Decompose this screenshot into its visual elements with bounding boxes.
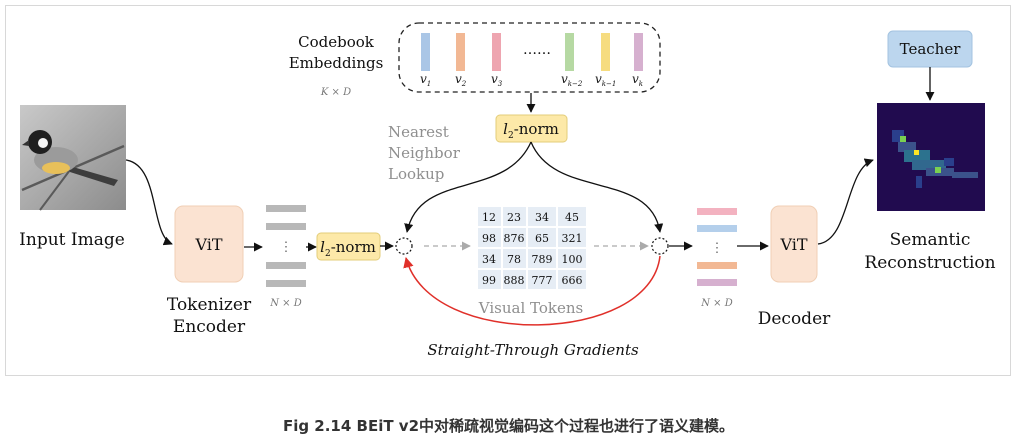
lookup-line1: Nearest	[388, 123, 449, 141]
decoder-token-stack: ⋮	[697, 208, 737, 286]
arrow-decoder-to-reconstruction	[817, 158, 874, 245]
token-cell: 23	[507, 211, 521, 224]
visual-tokens-label: Visual Tokens	[478, 299, 583, 317]
lookup-line3: Lookup	[388, 165, 444, 183]
encoder-vit-block	[174, 205, 244, 283]
straight-through-gradient-arrow	[403, 255, 661, 326]
token-cell: 45	[565, 211, 579, 224]
codebook-vector-label-2: v2	[455, 72, 467, 88]
codebook-box	[398, 22, 661, 93]
decoder-vit-block	[770, 205, 818, 283]
figure-caption: Fig 2.14 BEiT v2中对稀疏视觉编码这个过程也进行了语义建模。	[282, 417, 735, 435]
encoder-token-stack: ⋮	[266, 205, 306, 287]
codebook-vector-label-3: v3	[491, 72, 503, 88]
arrow-norm-to-right-circle	[530, 141, 664, 233]
token-cell: 321	[562, 232, 583, 245]
input-bird-image	[20, 105, 126, 211]
l2-norm-top-label: l2-norm	[503, 120, 559, 141]
codebook-vector-label-k-2: vk−2	[561, 72, 583, 88]
token-cell: 98	[482, 232, 496, 245]
decoder-name: Decoder	[758, 309, 831, 329]
codebook-vector-label-k: vk	[632, 72, 643, 88]
visual-token-grid: 12 23 34 45 98 876 65 321 34 78 789 100 …	[478, 207, 586, 289]
teacher-label: Teacher	[900, 40, 962, 58]
semantic-line2: Reconstruction	[864, 253, 995, 273]
svg-text:⋮: ⋮	[711, 241, 724, 256]
encoder-dims: N × D	[269, 298, 302, 309]
token-cell: 666	[562, 274, 583, 287]
codebook-dims: K × D	[320, 87, 351, 98]
token-cell: 888	[504, 274, 525, 287]
token-cell: 777	[532, 274, 553, 287]
encoder-vit-label: ViT	[194, 235, 222, 254]
semantic-reconstruction-heatmap	[877, 103, 985, 211]
codebook-vector-k-2	[565, 33, 574, 71]
codebook-vector-3	[492, 33, 501, 71]
arrow-image-to-encoder	[125, 159, 173, 246]
codebook-vector-label-k-1: vk−1	[595, 72, 616, 88]
beit-v2-diagram: Codebook Embeddings K × D …… v1 v2 v3 vk…	[19, 22, 996, 359]
encoder-name-line1: Tokenizer	[167, 295, 252, 315]
codebook-vector-k	[634, 33, 643, 71]
encoder-name-line2: Encoder	[173, 317, 246, 337]
l2-norm-mid-label: l2-norm	[320, 238, 376, 259]
token-cell: 34	[482, 253, 496, 266]
token-cell: 34	[535, 211, 549, 224]
lookup-line2: Neighbor	[388, 144, 461, 162]
token-cell: 876	[504, 232, 525, 245]
quantize-circle-left	[395, 237, 413, 255]
codebook-label-line2: Embeddings	[289, 54, 384, 72]
input-image-label: Input Image	[19, 230, 125, 250]
svg-text:⋮: ⋮	[280, 240, 293, 255]
decoder-vit-label: ViT	[779, 235, 807, 254]
codebook-vector-2	[456, 33, 465, 71]
token-cell: 789	[532, 253, 553, 266]
codebook-label-line1: Codebook	[298, 33, 375, 51]
token-cell: 99	[482, 274, 496, 287]
semantic-line1: Semantic	[890, 230, 971, 250]
quantize-circle-right	[651, 237, 669, 255]
codebook-vector-1	[421, 33, 430, 71]
straight-through-gradients-label: Straight-Through Gradients	[427, 341, 639, 359]
codebook-dots: ……	[523, 42, 551, 58]
decoder-dims: N × D	[700, 298, 733, 309]
token-cell: 65	[535, 232, 549, 245]
arrow-norm-to-left-circle	[404, 141, 532, 233]
token-cell: 100	[562, 253, 583, 266]
codebook-vector-label-1: v1	[420, 72, 431, 88]
figure-frame	[5, 5, 1011, 376]
token-cell: 12	[482, 211, 496, 224]
codebook-vector-k-1	[601, 33, 610, 71]
token-cell: 78	[507, 253, 521, 266]
